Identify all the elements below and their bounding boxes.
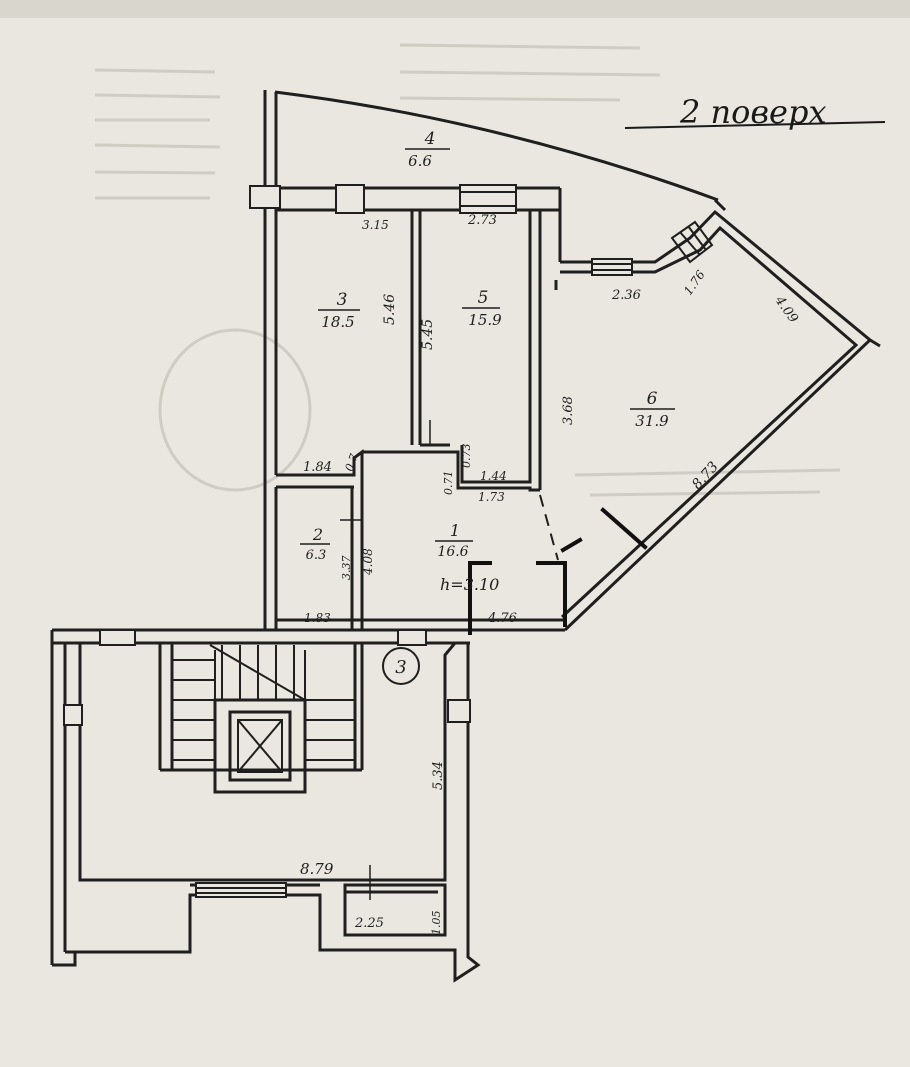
room-area: 18.5: [321, 313, 354, 331]
room-area: 16.6: [437, 544, 468, 560]
stair-treads-top: [209, 644, 306, 701]
partition-3-5: [410, 210, 422, 445]
elevator-shaft: [213, 698, 307, 794]
dimension: 2.36: [611, 288, 641, 303]
opening-dashed-line: [539, 494, 559, 561]
room-number: 2: [312, 525, 323, 544]
dimension: 4.08: [361, 548, 375, 576]
section-marker: 3: [382, 647, 420, 685]
room-area: 31.9: [635, 412, 669, 430]
dimension: 0.73: [460, 444, 473, 469]
dimension: 3.15: [362, 218, 389, 232]
ceiling-height: h=3.10: [440, 575, 499, 594]
room-5-bottom-wall: [362, 210, 540, 492]
dimension: 0.7: [343, 452, 361, 473]
dimension-labels: 3.15 2.73 2.36 1.84 1.44 1.73 1.83 4.76 …: [300, 213, 801, 935]
dimension: 5.45: [420, 319, 436, 350]
room-label-4: 4 6.6: [405, 129, 450, 170]
bleed-through-scribbles: [94, 43, 841, 497]
dimension: 1.84: [303, 460, 332, 475]
stair-walls: [158, 643, 364, 772]
storage-walls: [343, 883, 447, 937]
room-area: 15.9: [468, 311, 502, 329]
faint-stamp: [158, 328, 312, 492]
stair-treads-left: [172, 659, 215, 761]
paper-shadow-edge: [0, 0, 910, 18]
room-label-2: 2 6.3: [300, 525, 330, 563]
dimension: 1.05: [430, 911, 443, 936]
dimension: 1.73: [478, 490, 505, 504]
room-label-5: 5 15.9: [462, 288, 502, 329]
room-label-6: 6 31.9: [630, 389, 675, 430]
stair-treads-right: [305, 699, 355, 761]
corridor-block: [50, 628, 565, 967]
section-marker-number: 3: [395, 657, 406, 678]
floor-label: 2 поверх: [624, 93, 886, 131]
dimension: 2.25: [354, 916, 384, 931]
walls: [50, 90, 881, 983]
room-number: 5: [478, 288, 489, 308]
room-label-1: 1 16.6: [435, 521, 473, 560]
room-3-bottom-wall: [276, 449, 364, 630]
room-area: 6.3: [306, 548, 327, 563]
room-6-walls: [560, 209, 873, 632]
balcony-arc-wall: [274, 90, 719, 202]
dimension: 1.83: [304, 611, 331, 625]
floor-label-underline: [624, 121, 886, 129]
dimension: 5.46: [382, 294, 398, 325]
dimension: 3.68: [561, 396, 576, 425]
dimension: 2.73: [467, 213, 497, 228]
room-number: 4: [424, 129, 436, 149]
room-number: 6: [647, 389, 658, 409]
dimension: 1.44: [480, 469, 507, 483]
wall-ticks: [340, 420, 470, 900]
dimension: 0.71: [442, 471, 455, 496]
dimension: 8.79: [300, 860, 334, 878]
room-label-3: 3 18.5: [318, 290, 360, 331]
marker-strokes: [468, 507, 648, 635]
dimension: 4.76: [487, 611, 517, 626]
room-area: 6.6: [408, 152, 432, 170]
dimension: 3.37: [340, 556, 353, 581]
openings: [63, 184, 633, 898]
dimension: 5.34: [431, 761, 446, 790]
window-room-6: [670, 220, 714, 264]
room-number: 3: [337, 290, 348, 310]
room-number: 1: [450, 521, 460, 540]
